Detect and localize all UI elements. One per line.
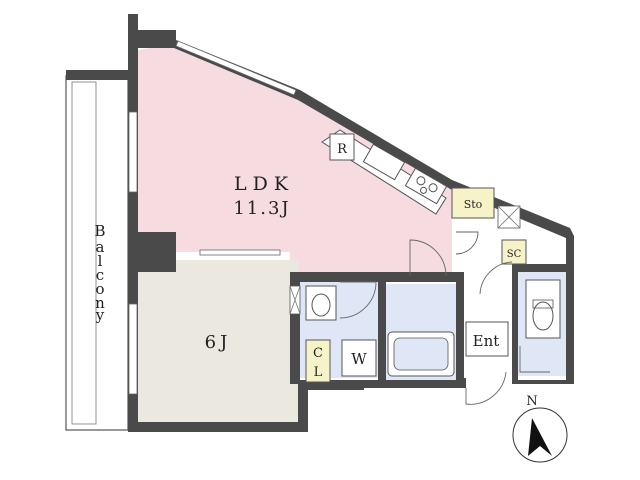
refrigerator: R xyxy=(329,133,355,161)
bathtub xyxy=(387,331,455,377)
north-label: N xyxy=(526,394,537,409)
svg-text:y: y xyxy=(95,306,105,324)
ldk-name: LDK xyxy=(234,173,294,195)
closet[interactable]: C L xyxy=(305,339,331,383)
washer-label: W xyxy=(351,350,367,368)
north-arrow-icon xyxy=(528,418,552,456)
svg-text:l: l xyxy=(98,252,103,270)
svg-text:n: n xyxy=(95,294,105,312)
bedroom-size: 6J xyxy=(205,332,232,353)
washer-space[interactable]: W xyxy=(341,339,377,377)
storage[interactable]: Sto xyxy=(451,187,495,219)
ldk-size: 11.3J xyxy=(233,198,290,219)
compass: N xyxy=(512,394,568,463)
entrance-label: Ent xyxy=(473,332,500,350)
closet-label-l: L xyxy=(314,365,323,380)
windows xyxy=(128,40,297,395)
svg-text:o: o xyxy=(95,280,104,298)
shoe-closet-label: SC xyxy=(507,249,522,260)
storage-label: Sto xyxy=(464,198,483,211)
closet-label-c: C xyxy=(313,346,323,361)
svg-text:B: B xyxy=(94,222,105,240)
balcony-label: B a l c o n y xyxy=(94,222,105,324)
stove-icon xyxy=(404,167,448,205)
bedroom-floor xyxy=(138,260,298,422)
refrigerator-label: R xyxy=(337,142,348,157)
shoe-closet[interactable]: SC xyxy=(501,239,527,265)
ldk-floor xyxy=(138,44,452,276)
doors[interactable] xyxy=(339,231,550,405)
svg-text:a: a xyxy=(96,238,105,256)
svg-text:c: c xyxy=(96,266,104,284)
washbasin xyxy=(305,285,337,321)
balcony xyxy=(65,70,130,431)
entrance-floor xyxy=(465,321,509,357)
toilet xyxy=(525,279,561,339)
